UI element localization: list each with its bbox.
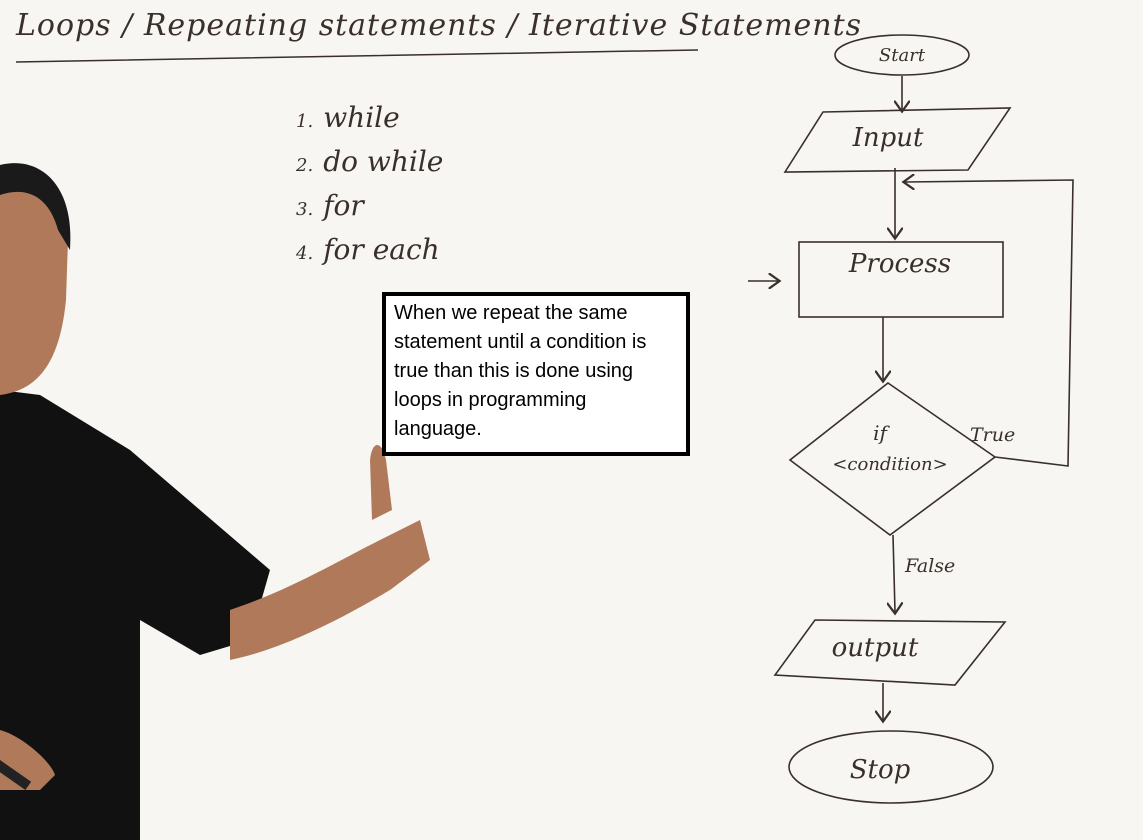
stop-terminal [788, 730, 994, 804]
list-text: while [323, 101, 400, 134]
loop-back-line [905, 180, 1074, 467]
output-label: output [832, 633, 919, 663]
list-text: do while [323, 145, 444, 178]
input-label: Input [852, 123, 924, 153]
list-text: for each [323, 233, 440, 266]
process-label: Process [848, 249, 951, 279]
process-box [798, 241, 1004, 318]
stop-label: Stop [850, 755, 911, 785]
decision-diamond [788, 382, 997, 536]
input-parallelogram [783, 107, 1012, 173]
list-item: 4. for each [296, 228, 443, 272]
list-number: 1. [296, 111, 314, 132]
list-item: 3. for [296, 184, 443, 228]
list-number: 3. [296, 199, 314, 220]
start-label: Start [879, 45, 926, 66]
loop-types-list: 1. while 2. do while 3. for 4. for each [296, 96, 443, 272]
decision-label-if: if [873, 421, 890, 445]
caption-box: When we repeat the same statement until … [382, 292, 690, 456]
list-item: 1. while [296, 96, 443, 140]
list-item: 2. do while [296, 140, 443, 184]
true-label: True [970, 424, 1015, 446]
decision-label-condition: <condition> [832, 454, 947, 475]
arrow-decision-output [893, 534, 895, 612]
list-number: 4. [296, 243, 314, 264]
start-terminal [834, 34, 970, 76]
false-label: False [904, 555, 955, 577]
list-text: for [323, 189, 364, 222]
output-parallelogram [773, 619, 1007, 686]
list-number: 2. [296, 155, 314, 176]
